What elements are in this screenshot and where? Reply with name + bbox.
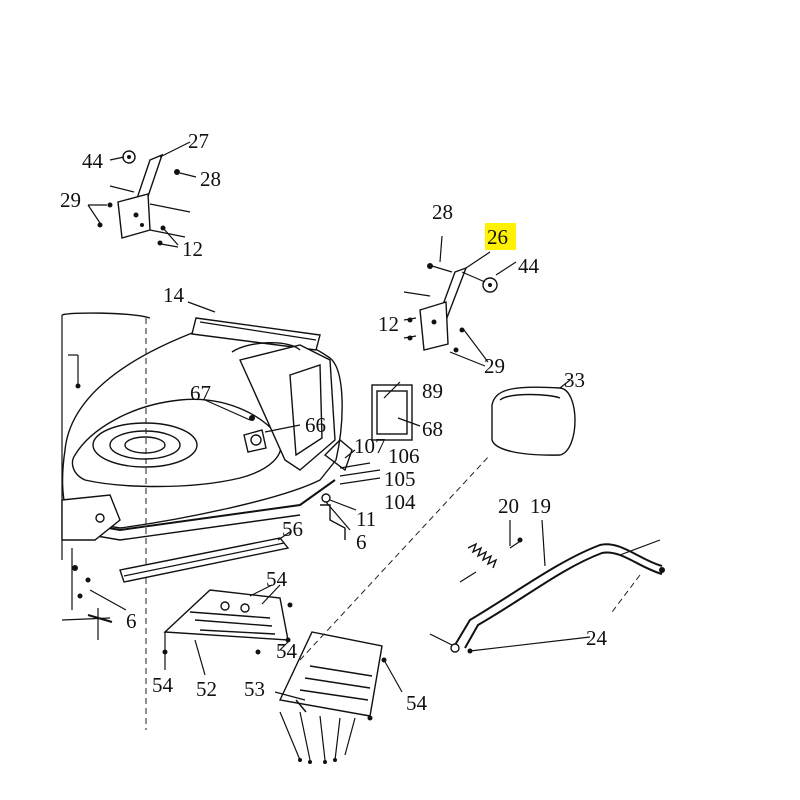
label-20: 20 xyxy=(498,494,519,518)
cover-33 xyxy=(491,379,576,456)
rear-flap-53 xyxy=(274,631,403,764)
upper-right-bracket-assembly xyxy=(403,235,517,367)
leader-lines xyxy=(187,301,356,651)
spring-20 xyxy=(459,520,523,583)
label-29-right: 29 xyxy=(484,354,505,378)
handle-19 xyxy=(429,519,665,654)
label-66: 66 xyxy=(305,413,326,437)
plate-right xyxy=(419,301,449,351)
label-11: 11 xyxy=(356,507,376,531)
label-33: 33 xyxy=(564,368,585,392)
mower-deck xyxy=(61,312,381,730)
label-19: 19 xyxy=(530,494,551,518)
label-107: 107 xyxy=(354,434,386,458)
label-54-upper: 54 xyxy=(266,567,288,591)
upper-left-bracket-assembly xyxy=(87,141,197,248)
rear-flap-52 xyxy=(162,584,293,676)
label-67: 67 xyxy=(190,381,211,405)
label-104: 104 xyxy=(384,490,416,514)
label-6-left: 6 xyxy=(126,609,137,633)
label-12-right: 12 xyxy=(378,312,399,336)
label-56: 56 xyxy=(282,517,303,541)
label-89: 89 xyxy=(422,379,443,403)
label-27: 27 xyxy=(188,129,209,153)
label-26: 26 xyxy=(487,225,508,249)
label-105: 105 xyxy=(384,467,416,491)
label-44-right: 44 xyxy=(518,254,540,278)
label-12-left: 12 xyxy=(182,237,203,261)
label-28-left: 28 xyxy=(200,167,221,191)
label-54-left: 54 xyxy=(152,673,174,697)
label-68: 68 xyxy=(422,417,443,441)
window-68 xyxy=(371,381,421,441)
assembly-guide-line xyxy=(299,454,491,661)
deflector-56 xyxy=(119,531,291,583)
label-28-right: 28 xyxy=(432,200,453,224)
label-54-middle: 54 xyxy=(276,639,298,663)
left-side-hardware xyxy=(61,548,127,640)
label-54-right: 54 xyxy=(406,691,428,715)
label-106: 106 xyxy=(388,444,420,468)
label-14: 14 xyxy=(163,283,185,307)
highlight-26 xyxy=(485,223,516,250)
label-44-left: 44 xyxy=(82,149,104,173)
label-53: 53 xyxy=(244,677,265,701)
label-24: 24 xyxy=(586,626,608,650)
label-6-right: 6 xyxy=(356,530,367,554)
label-52: 52 xyxy=(196,677,217,701)
label-29-left: 29 xyxy=(60,188,81,212)
part-labels: 27 44 28 29 12 28 26 44 12 29 14 67 66 8… xyxy=(60,129,608,715)
